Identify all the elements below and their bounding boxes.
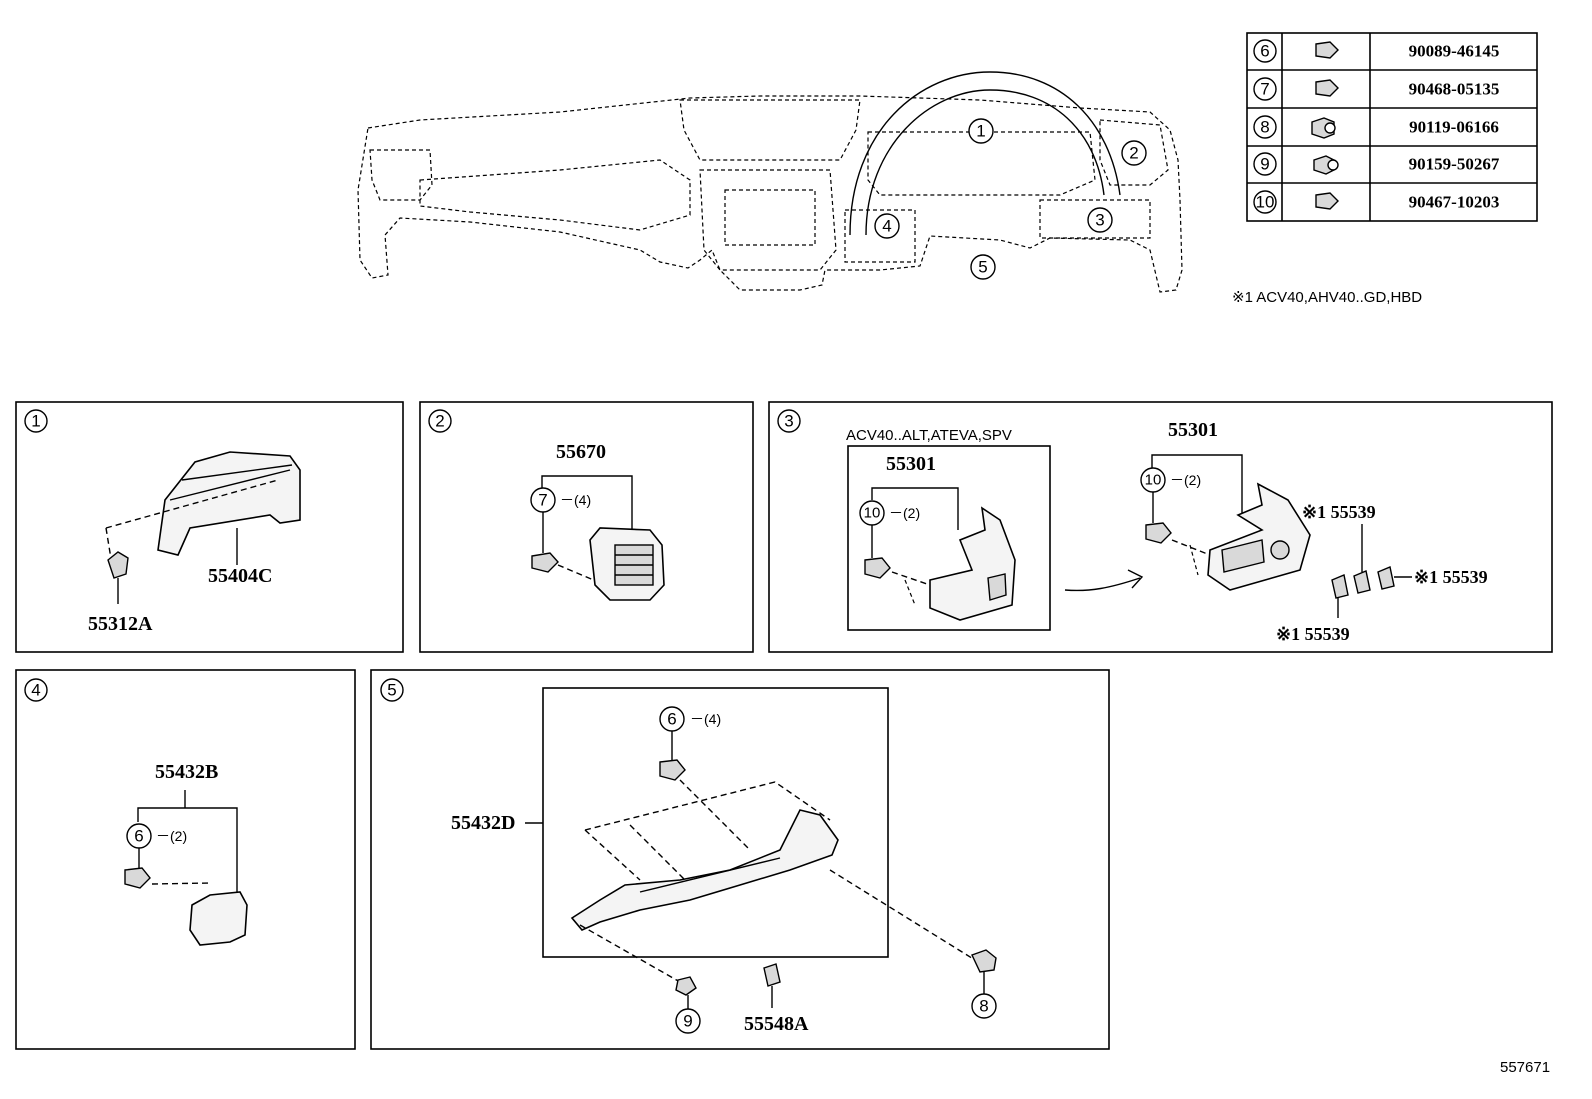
instrument-panel-overview: 1 2 3 4 5	[357, 71, 1183, 293]
svg-text:1: 1	[976, 122, 985, 141]
detail-panel-3: 3 ACV40..ALT,ATEVA,SPV 55301 10 －(2) 553…	[768, 401, 1553, 653]
svg-text:－(2): －(2)	[156, 828, 187, 844]
detail-panel-5: 5 55432D 6 －(4) 9 55548A	[370, 669, 1110, 1050]
svg-text:10: 10	[1256, 193, 1275, 212]
callout-5: 5	[970, 254, 996, 280]
svg-text:7: 7	[538, 491, 547, 510]
part-label-55539-top: ※1 55539	[1302, 502, 1376, 522]
svg-text:－(4): －(4)	[690, 711, 721, 727]
clip-part	[107, 551, 129, 579]
svg-text:－(4): －(4)	[560, 492, 591, 508]
lower-panel-part	[570, 809, 839, 931]
part-label-55312A: 55312A	[88, 613, 153, 635]
table-row: 10 90467-10203	[1253, 190, 1500, 214]
cover-part	[189, 891, 248, 946]
fastener-table: 6 90089-46145 7 90468-05135 8 90119-0616…	[1246, 32, 1538, 222]
callout-2: 2	[1121, 140, 1147, 166]
svg-text:9: 9	[683, 1012, 692, 1031]
part-label-55301: 55301	[1168, 419, 1218, 441]
clip-part	[864, 557, 891, 579]
svg-text:90468-05135: 90468-05135	[1409, 80, 1500, 99]
detail-panel-2: 2 55670 7 －(4)	[419, 401, 754, 653]
svg-text:6: 6	[667, 710, 676, 729]
part-label-55539-right: ※1 55539	[1414, 567, 1488, 587]
svg-text:3: 3	[1095, 211, 1104, 230]
clip-part	[659, 759, 686, 781]
svg-text:90159-50267: 90159-50267	[1409, 155, 1500, 174]
svg-text:－(2): －(2)	[889, 505, 920, 521]
clip-part	[531, 552, 559, 573]
svg-text:90467-10203: 90467-10203	[1409, 193, 1500, 212]
meter-hood-part	[157, 451, 301, 556]
svg-text:10: 10	[1145, 472, 1162, 489]
detail-panel-1: 1 55404C 55312A	[15, 401, 404, 653]
table-row: 8 90119-06166	[1253, 115, 1499, 139]
part-label-55432D: 55432D	[451, 812, 515, 834]
svg-text:7: 7	[1260, 80, 1269, 99]
svg-text:1: 1	[31, 412, 40, 431]
bolt-icon	[1311, 117, 1336, 139]
svg-text:2: 2	[435, 412, 444, 431]
svg-text:3: 3	[784, 412, 793, 431]
svg-text:4: 4	[31, 681, 40, 700]
detail-panel-4: 4 55432B 6 －(2)	[15, 669, 356, 1050]
callout-1: 1	[968, 118, 994, 144]
part-label-55539-bottom: ※1 55539	[1276, 624, 1350, 644]
svg-text:6: 6	[1260, 42, 1269, 61]
table-row: 9 90159-50267	[1253, 152, 1500, 176]
table-row: 6 90089-46145	[1253, 39, 1500, 63]
variant-label: ACV40..ALT,ATEVA,SPV	[846, 427, 1012, 444]
svg-text:5: 5	[978, 258, 987, 277]
part-label-55548A: 55548A	[744, 1013, 809, 1035]
arrow-icon	[1064, 577, 1141, 592]
variant-inset	[847, 445, 1051, 631]
footnote: ※1 ACV40,AHV40..GD,HBD	[1232, 289, 1422, 306]
svg-text:8: 8	[1260, 118, 1269, 137]
svg-text:4: 4	[882, 217, 891, 236]
part-label-55670: 55670	[556, 441, 606, 463]
screw-part	[675, 976, 697, 996]
callout-3: 3	[1087, 207, 1113, 233]
vent-part	[589, 527, 665, 601]
part-label-55404C: 55404C	[208, 565, 272, 587]
callout-4: 4	[874, 213, 900, 239]
svg-text:10: 10	[864, 505, 881, 522]
clip-part	[124, 867, 151, 889]
side-cover-part	[1207, 482, 1311, 591]
svg-text:90089-46145: 90089-46145	[1409, 42, 1500, 61]
svg-text:6: 6	[134, 827, 143, 846]
clip-icon	[1315, 192, 1339, 210]
cap-part	[1331, 566, 1395, 599]
svg-text:90119-06166: 90119-06166	[1409, 118, 1499, 137]
table-row: 7 90468-05135	[1253, 77, 1500, 101]
diagram-id: 557671	[1500, 1059, 1550, 1076]
svg-text:2: 2	[1129, 144, 1138, 163]
screw-icon	[1313, 155, 1339, 175]
svg-text:5: 5	[387, 681, 396, 700]
clip-part	[1145, 522, 1172, 544]
bolt-part	[971, 949, 997, 973]
clip-icon	[1315, 41, 1339, 59]
clip-part	[763, 963, 781, 987]
clip-icon	[1315, 79, 1339, 97]
part-label-55301-inset: 55301	[886, 453, 936, 475]
svg-text:8: 8	[979, 997, 988, 1016]
svg-text:9: 9	[1260, 155, 1269, 174]
part-label-55432B: 55432B	[155, 761, 218, 783]
side-cover-part-inset	[929, 506, 1016, 621]
svg-text:－(2): －(2)	[1170, 472, 1201, 488]
